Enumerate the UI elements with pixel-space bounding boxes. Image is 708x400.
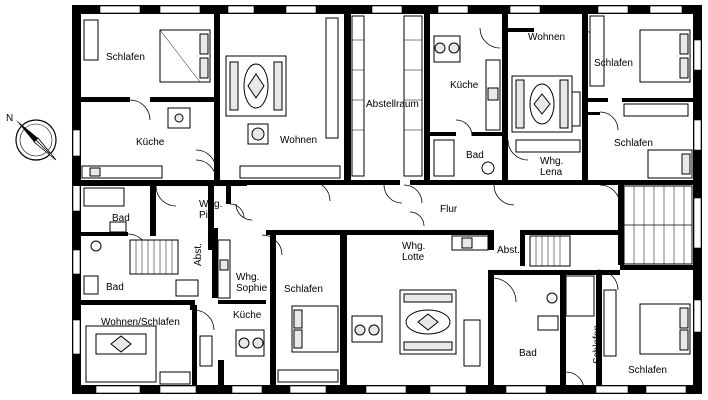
compass-north-label: N	[6, 113, 13, 124]
room-label: Whg.	[199, 199, 222, 210]
room-label: Wohnen	[528, 32, 565, 43]
room-label: Küche	[233, 310, 262, 321]
room-label: Bad	[106, 282, 124, 293]
room-label: Küche	[136, 137, 165, 148]
inner-walls	[72, 5, 702, 390]
room-label: Sophie	[236, 283, 268, 294]
room-label: Pia	[199, 210, 214, 221]
room-label: Bad	[466, 150, 484, 161]
room-label: Abstellraum	[366, 99, 419, 110]
room-label: Schlafen	[284, 284, 323, 295]
room-label: Flur	[440, 204, 458, 215]
room-label: Schlafen	[614, 138, 653, 149]
room-label: Küche	[450, 80, 479, 91]
room-labels: Schlafen Wohnen Abstellraum Küche Wohnen…	[101, 32, 667, 376]
room-label: Schlafen	[106, 52, 145, 63]
room-label: Abst.	[497, 245, 520, 256]
room-label: Schlafen	[594, 58, 633, 69]
room-label: Abst.	[193, 243, 204, 266]
room-label: Whg.	[402, 241, 425, 252]
room-label: Whg.	[236, 272, 259, 283]
room-label: Bad	[112, 213, 130, 224]
room-label: Wohnen	[280, 135, 317, 146]
room-label: Schlafen	[592, 325, 603, 364]
room-label: Bad	[519, 348, 537, 359]
compass-icon	[15, 119, 57, 161]
room-label: Whg.	[540, 156, 563, 167]
room-label: Lotte	[402, 252, 425, 263]
room-label: Lena	[540, 167, 563, 178]
room-label: Wohnen/Schlafen	[101, 317, 180, 328]
windows	[72, 5, 702, 394]
furniture	[81, 15, 693, 385]
room-label: Schlafen	[628, 365, 667, 376]
